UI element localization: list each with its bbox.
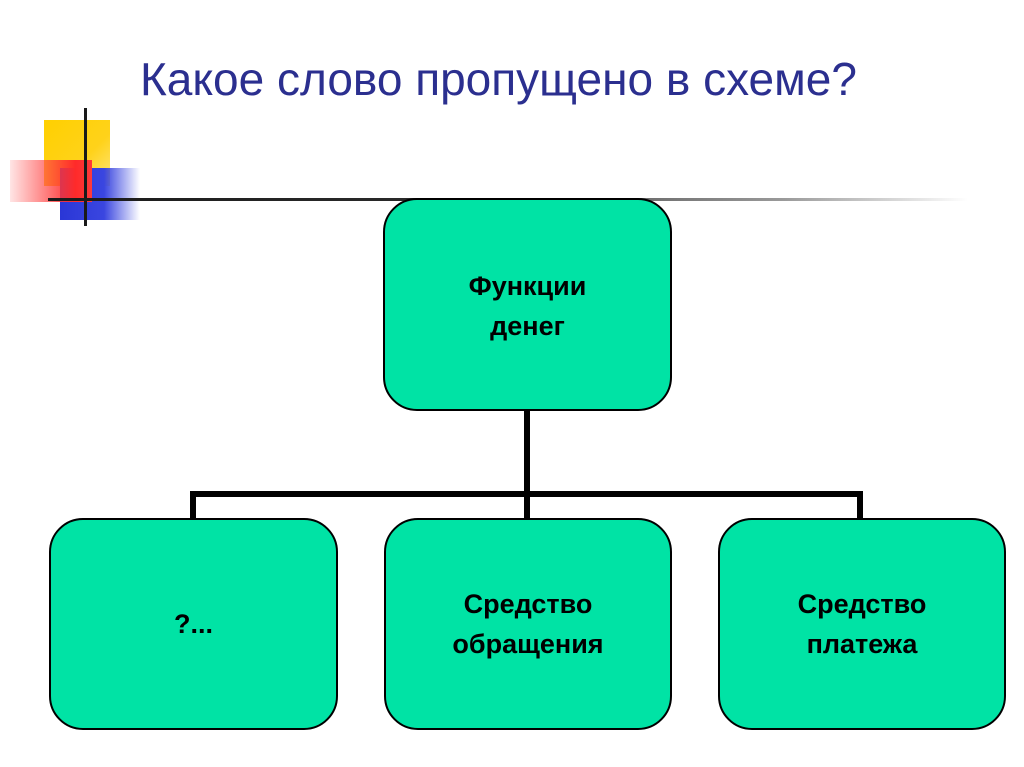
- root-node: Функции денег: [383, 198, 672, 411]
- connector-trunk: [524, 411, 530, 495]
- connector-right-drop: [857, 491, 863, 518]
- connector-middle-drop: [524, 491, 530, 518]
- connector-left-drop: [190, 491, 196, 518]
- child-node-payment: Средство платежа: [718, 518, 1006, 730]
- child-node-label: Средство платежа: [797, 589, 927, 659]
- decor-red-bar: [10, 160, 92, 202]
- child-node-circulation: Средство обращения: [384, 518, 672, 730]
- child-node-missing: ?...: [49, 518, 338, 730]
- child-node-label: Средство обращения: [452, 589, 604, 659]
- slide-title: Какое слово пропущено в схеме?: [140, 53, 857, 105]
- decor-vertical-line: [84, 108, 87, 226]
- child-node-label: ?...: [174, 609, 213, 639]
- root-node-label: Функции денег: [468, 271, 587, 341]
